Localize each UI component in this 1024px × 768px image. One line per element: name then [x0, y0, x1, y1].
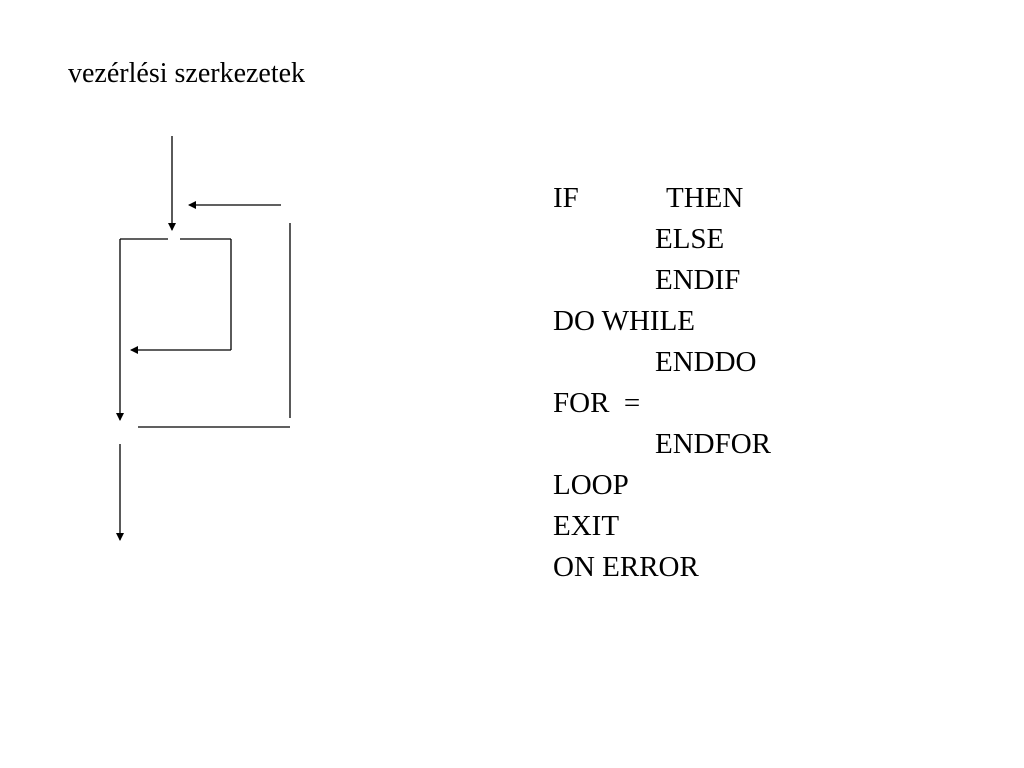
keyword-then: THEN	[666, 182, 744, 214]
slide-title: vezérlési szerkezetek	[68, 58, 306, 89]
keyword-else: ELSE	[655, 223, 725, 255]
keyword-if: IF	[553, 182, 579, 214]
keyword-enddo: ENDDO	[655, 346, 757, 378]
keyword-endfor: ENDFOR	[655, 428, 772, 460]
keyword-loop: LOOP	[553, 469, 629, 501]
keyword-for: FOR =	[553, 387, 641, 419]
keyword-on-error: ON ERROR	[553, 551, 699, 583]
keyword-exit: EXIT	[553, 510, 620, 542]
keyword-endif: ENDIF	[655, 264, 741, 296]
keyword-do-while: DO WHILE	[553, 305, 696, 337]
